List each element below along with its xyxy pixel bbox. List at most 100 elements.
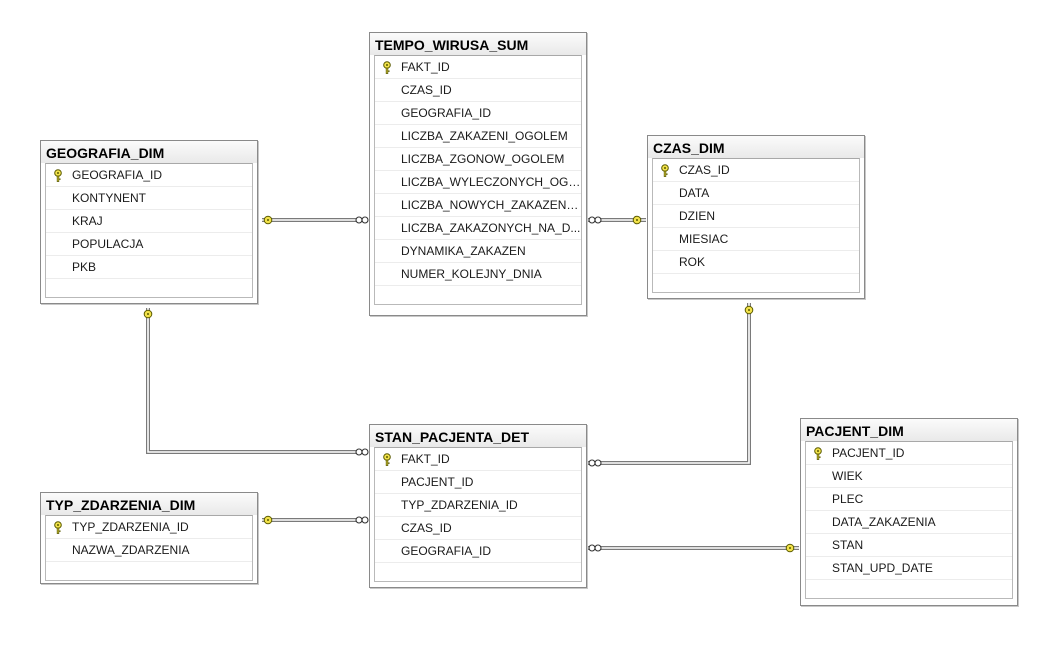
column-row[interactable]: DATA bbox=[653, 182, 859, 205]
column-row[interactable]: CZAS_ID bbox=[375, 79, 581, 102]
column-list: FAKT_ID PACJENT_ID TYP_ZDARZENIA_ID CZAS_ID… bbox=[374, 447, 582, 582]
table-title[interactable]: PACJENT_DIM bbox=[801, 419, 1017, 441]
column-row[interactable]: STAN bbox=[806, 534, 1012, 557]
column-row[interactable]: LICZBA_ZAKAZONYCH_NA_D... bbox=[375, 217, 581, 240]
table-czas-dim[interactable]: CZAS_DIM CZAS_ID DATA DZIEN MIESIAC ROK bbox=[647, 135, 865, 299]
one-end-key-icon bbox=[143, 309, 153, 319]
column-row[interactable]: PLEC bbox=[806, 488, 1012, 511]
column-name: NUMER_KOLEJNY_DNIA bbox=[401, 267, 542, 281]
column-row[interactable]: PACJENT_ID bbox=[375, 471, 581, 494]
column-name: PACJENT_ID bbox=[401, 475, 474, 489]
relationship-stan-czas[interactable] bbox=[588, 303, 751, 465]
primary-key-icon bbox=[383, 61, 391, 74]
many-end-infinity-icon bbox=[588, 544, 602, 552]
column-row[interactable]: CZAS_ID bbox=[375, 517, 581, 540]
column-row[interactable]: NAZWA_ZDARZENIA bbox=[46, 539, 252, 562]
column-row[interactable]: MIESIAC bbox=[653, 228, 859, 251]
table-stan-pacjenta-det[interactable]: STAN_PACJENTA_DET FAKT_ID PACJENT_ID TYP_Z… bbox=[369, 424, 587, 588]
column-row[interactable]: ROK bbox=[653, 251, 859, 274]
one-end-key-icon bbox=[632, 215, 642, 225]
column-list: CZAS_ID DATA DZIEN MIESIAC ROK bbox=[652, 158, 860, 293]
column-list: GEOGRAFIA_ID KONTYNENT KRAJ POPULACJA PKB bbox=[45, 163, 253, 298]
empty-row bbox=[46, 562, 252, 580]
primary-key-icon bbox=[814, 447, 822, 460]
empty-row bbox=[375, 563, 581, 581]
column-row[interactable]: PKB bbox=[46, 256, 252, 279]
empty-row bbox=[375, 286, 581, 304]
column-name: ROK bbox=[679, 255, 706, 269]
column-row[interactable]: FAKT_ID bbox=[375, 56, 581, 79]
column-name: FAKT_ID bbox=[401, 60, 450, 74]
column-row[interactable]: NUMER_KOLEJNY_DNIA bbox=[375, 263, 581, 286]
column-row[interactable]: STAN_UPD_DATE bbox=[806, 557, 1012, 580]
one-end-key-icon bbox=[785, 543, 795, 553]
table-title[interactable]: GEOGRAFIA_DIM bbox=[41, 141, 257, 163]
column-name: NAZWA_ZDARZENIA bbox=[72, 543, 190, 557]
column-name: LICZBA_ZAKAZENI_OGOLEM bbox=[401, 129, 568, 143]
column-row[interactable]: TYP_ZDARZENIA_ID bbox=[375, 494, 581, 517]
primary-key-icon bbox=[54, 521, 62, 534]
column-name: GEOGRAFIA_ID bbox=[401, 544, 492, 558]
column-name: DZIEN bbox=[679, 209, 715, 223]
table-title[interactable]: STAN_PACJENTA_DET bbox=[370, 425, 586, 447]
column-row[interactable]: DZIEN bbox=[653, 205, 859, 228]
table-tempo-wirusa-sum[interactable]: TEMPO_WIRUSA_SUM FAKT_ID CZAS_ID GEOGRAFIA… bbox=[369, 32, 587, 316]
column-row[interactable]: LICZBA_ZAKAZENI_OGOLEM bbox=[375, 125, 581, 148]
column-row[interactable]: POPULACJA bbox=[46, 233, 252, 256]
column-name: CZAS_ID bbox=[679, 163, 730, 177]
table-title[interactable]: TYP_ZDARZENIA_DIM bbox=[41, 493, 257, 515]
column-row[interactable]: DYNAMIKA_ZAKAZEN bbox=[375, 240, 581, 263]
one-end-key-icon bbox=[263, 515, 273, 525]
table-title[interactable]: TEMPO_WIRUSA_SUM bbox=[370, 33, 586, 55]
column-row[interactable]: TYP_ZDARZENIA_ID bbox=[46, 516, 252, 539]
many-end-infinity-icon bbox=[355, 448, 369, 456]
many-end-infinity-icon bbox=[355, 516, 369, 524]
column-name: STAN bbox=[832, 538, 864, 552]
table-geografia-dim[interactable]: GEOGRAFIA_DIM GEOGRAFIA_ID KONTYNENT KRAJ P… bbox=[40, 140, 258, 304]
column-name: STAN_UPD_DATE bbox=[832, 561, 933, 575]
column-row[interactable]: CZAS_ID bbox=[653, 159, 859, 182]
column-name: LICZBA_WYLECZONYCH_OGO... bbox=[401, 175, 581, 189]
column-name: PACJENT_ID bbox=[832, 446, 905, 460]
column-name: GEOGRAFIA_ID bbox=[401, 106, 492, 120]
column-row[interactable]: LICZBA_WYLECZONYCH_OGO... bbox=[375, 171, 581, 194]
column-row[interactable]: LICZBA_ZGONOW_OGOLEM bbox=[375, 148, 581, 171]
many-end-infinity-icon bbox=[588, 216, 602, 224]
many-end-infinity-icon bbox=[355, 216, 369, 224]
column-row[interactable]: GEOGRAFIA_ID bbox=[375, 540, 581, 563]
column-name: LICZBA_NOWYCH_ZAKAZEN_... bbox=[401, 198, 581, 212]
empty-row bbox=[653, 274, 859, 292]
empty-row bbox=[806, 580, 1012, 598]
table-title[interactable]: CZAS_DIM bbox=[648, 136, 864, 158]
primary-key-icon bbox=[54, 169, 62, 182]
column-row[interactable]: WIEK bbox=[806, 465, 1012, 488]
column-row[interactable]: GEOGRAFIA_ID bbox=[46, 164, 252, 187]
column-name: LICZBA_ZGONOW_OGOLEM bbox=[401, 152, 565, 166]
one-end-key-icon bbox=[263, 215, 273, 225]
column-row[interactable]: PACJENT_ID bbox=[806, 442, 1012, 465]
relationship-stan-geografia[interactable] bbox=[146, 308, 368, 454]
column-name: WIEK bbox=[832, 469, 863, 483]
column-row[interactable]: DATA_ZAKAZENIA bbox=[806, 511, 1012, 534]
column-row[interactable]: KONTYNENT bbox=[46, 187, 252, 210]
column-name: DYNAMIKA_ZAKAZEN bbox=[401, 244, 526, 258]
primary-key-icon bbox=[383, 453, 391, 466]
column-name: KONTYNENT bbox=[72, 191, 147, 205]
column-name: KRAJ bbox=[72, 214, 103, 228]
column-name: LICZBA_ZAKAZONYCH_NA_D... bbox=[401, 221, 581, 235]
column-name: DATA bbox=[679, 186, 710, 200]
column-row[interactable]: GEOGRAFIA_ID bbox=[375, 102, 581, 125]
column-name: TYP_ZDARZENIA_ID bbox=[72, 520, 189, 534]
column-row[interactable]: LICZBA_NOWYCH_ZAKAZEN_... bbox=[375, 194, 581, 217]
column-name: CZAS_ID bbox=[401, 521, 452, 535]
column-name: POPULACJA bbox=[72, 237, 144, 251]
many-end-infinity-icon bbox=[588, 459, 602, 467]
column-row[interactable]: KRAJ bbox=[46, 210, 252, 233]
column-name: TYP_ZDARZENIA_ID bbox=[401, 498, 518, 512]
column-row[interactable]: FAKT_ID bbox=[375, 448, 581, 471]
primary-key-icon bbox=[661, 164, 669, 177]
table-typ-zdarzenia-dim[interactable]: TYP_ZDARZENIA_DIM TYP_ZDARZENIA_ID NAZWA_… bbox=[40, 492, 258, 584]
column-name: PKB bbox=[72, 260, 97, 274]
